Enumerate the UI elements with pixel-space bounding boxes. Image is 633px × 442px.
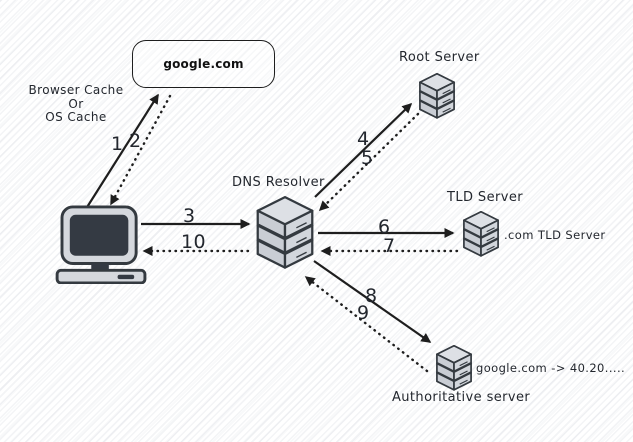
arrow-step-9: [304, 275, 429, 373]
arrow-step-5: [318, 112, 420, 212]
com-tld-server-label: .com TLD Server: [504, 228, 606, 242]
dns-resolver-label: DNS Resolver: [232, 175, 325, 190]
step-number-5: 5: [361, 147, 374, 169]
client-computer-icon: [55, 205, 147, 284]
step-number-2: 2: [129, 130, 142, 152]
step-number-6: 6: [378, 216, 391, 238]
cache-note: Browser Cache Or OS Cache: [26, 83, 126, 125]
arrow-step-4: [314, 102, 413, 198]
step-number-10: 10: [181, 231, 206, 253]
arrow-step-8: [313, 260, 432, 343]
step-number-9: 9: [357, 302, 370, 324]
step-number-8: 8: [365, 285, 378, 307]
query-domain-box: google.com: [132, 40, 275, 88]
query-domain-label: google.com: [163, 57, 244, 71]
dns-resolver-server-icon: [256, 196, 314, 269]
cache-note-line-2: Or: [68, 96, 84, 111]
arrow-step-1: [83, 93, 159, 213]
step-number-3: 3: [183, 205, 196, 227]
authoritative-server-icon: [436, 345, 472, 391]
cache-note-line-1: Browser Cache: [28, 83, 124, 97]
step-number-7: 7: [383, 235, 396, 257]
tld-server-icon: [463, 211, 499, 257]
root-server-icon: [419, 73, 455, 119]
step-number-4: 4: [357, 128, 370, 150]
tld-server-label: TLD Server: [447, 190, 523, 205]
authoritative-server-label: Authoritative server: [392, 390, 531, 405]
arrow-step-2: [109, 94, 172, 206]
authoritative-record-label: google.com -> 40.20.....: [476, 361, 626, 375]
cache-note-line-3: OS Cache: [45, 110, 107, 124]
root-server-label: Root Server: [399, 50, 480, 65]
step-number-1: 1: [111, 133, 124, 155]
